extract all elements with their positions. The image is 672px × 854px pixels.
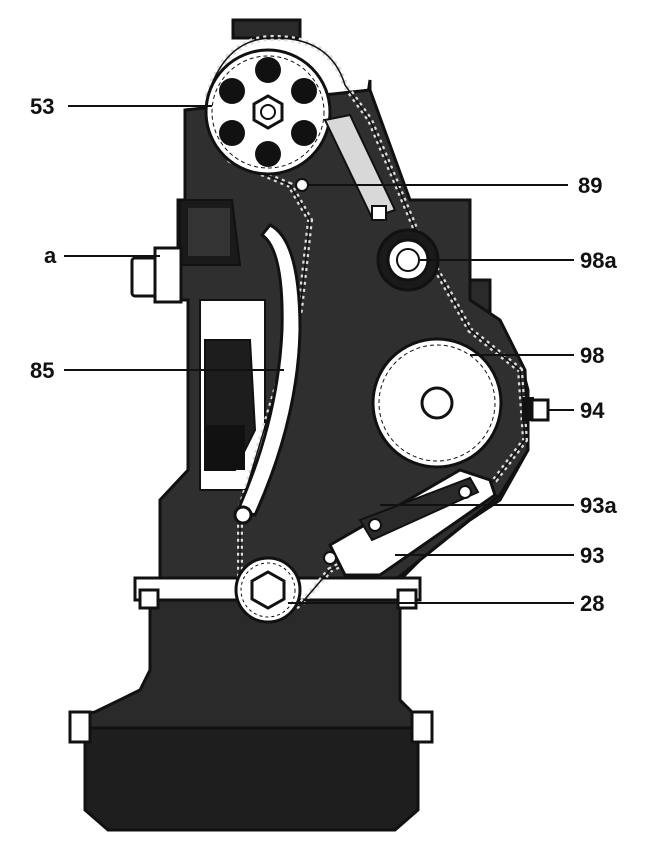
callout-89: 89 xyxy=(578,173,602,198)
upper-left-cover-inner xyxy=(188,208,230,256)
tensioner-plunger xyxy=(358,476,480,542)
oil-pan-sump xyxy=(83,726,420,832)
tensioner-bolt xyxy=(522,397,550,422)
callout-53: 53 xyxy=(30,94,54,119)
callout-93a: 93a xyxy=(580,493,617,518)
oil-pan xyxy=(68,576,434,832)
chain-tensioner xyxy=(323,468,497,577)
crankshaft-sprocket xyxy=(234,556,302,624)
camshaft-sprocket xyxy=(204,48,332,176)
oil-pan-side-tab-right xyxy=(410,710,434,744)
callout-98a: 98a xyxy=(580,248,617,273)
oil-pan-side-tab-left xyxy=(68,710,92,744)
guide-bolt xyxy=(371,205,387,221)
sprocket-hole xyxy=(291,120,317,146)
callout-a: a xyxy=(44,243,57,268)
rail-pivot xyxy=(233,505,253,525)
intermediate-sprocket xyxy=(371,337,503,469)
guide-pivot-89 xyxy=(295,178,309,192)
camshaft-housing-top xyxy=(231,18,302,40)
crankshaft-bolt-head xyxy=(250,570,286,610)
sprocket-hole xyxy=(255,141,281,167)
callout-93: 93 xyxy=(580,543,604,568)
sprocket-hole xyxy=(219,78,245,104)
sprocket-hole xyxy=(219,120,245,146)
callout-85: 85 xyxy=(30,358,54,383)
oil-pan-upper xyxy=(78,598,417,732)
oil-pan-boss-left xyxy=(138,588,160,610)
sprocket-hole xyxy=(255,57,281,83)
callout-98: 98 xyxy=(580,343,604,368)
callout-labels: 53 89 a 98a 85 98 94 93a 93 28 xyxy=(30,94,617,616)
callout-94: 94 xyxy=(580,398,605,423)
water-jacket-pocket xyxy=(205,425,245,470)
sprocket-hole xyxy=(291,78,317,104)
callout-28: 28 xyxy=(580,591,604,616)
oil-pan-boss-right xyxy=(396,588,418,610)
leader-lines xyxy=(64,105,574,604)
